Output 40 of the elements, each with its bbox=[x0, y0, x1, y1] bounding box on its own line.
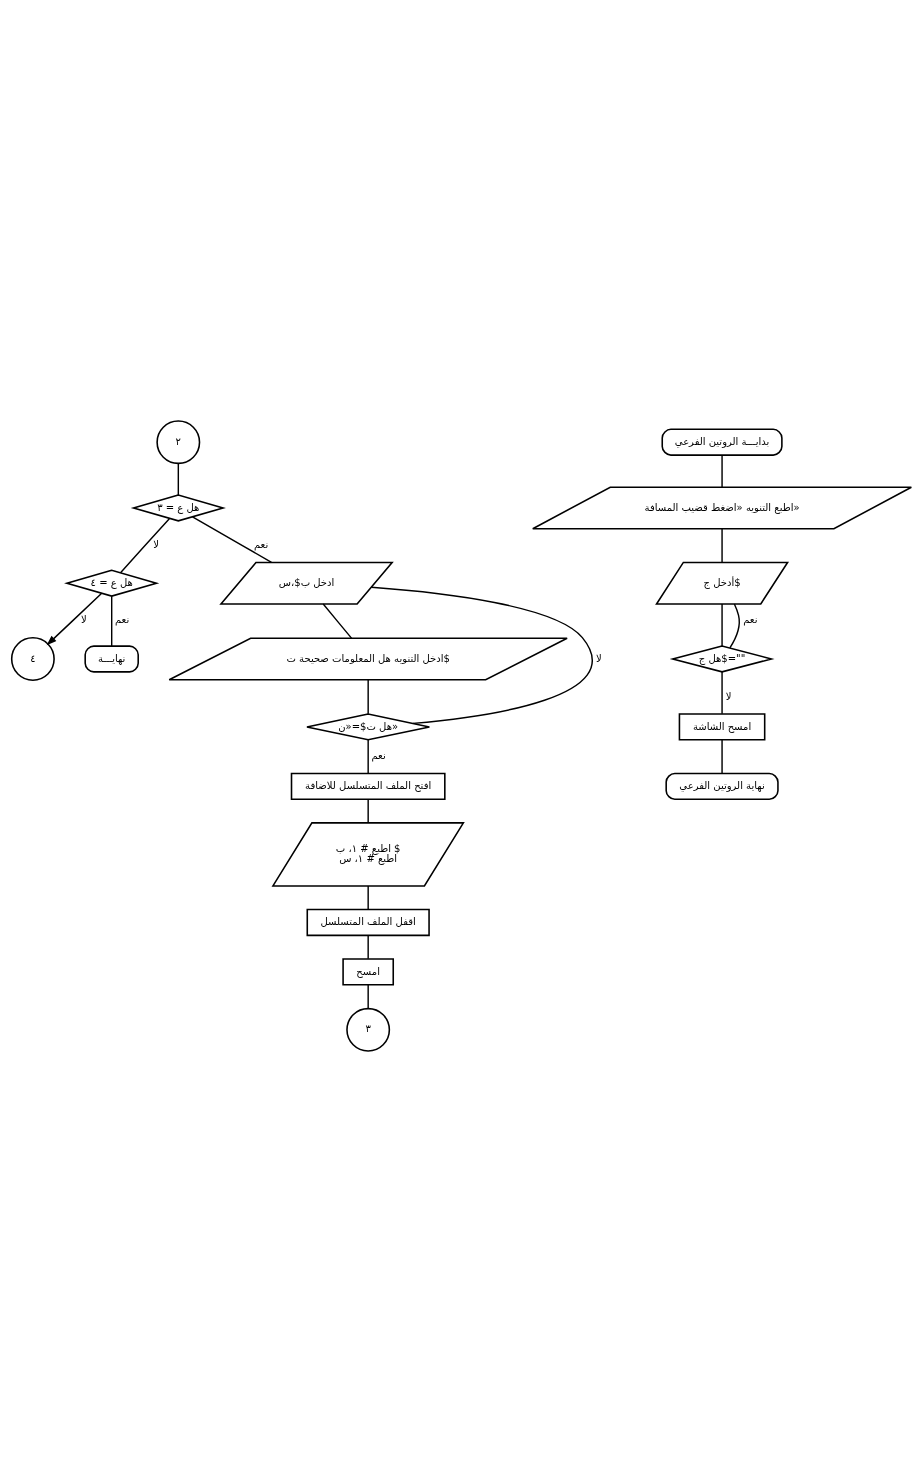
connector bbox=[367, 739, 369, 775]
edge-label: لا bbox=[80, 614, 87, 626]
connector bbox=[322, 603, 353, 639]
node-box: نهايـــة bbox=[84, 645, 139, 673]
node-box: نهاية الروتين الفرعي bbox=[665, 772, 779, 801]
node-box: بدايـــة الروتين الفرعي bbox=[661, 428, 783, 456]
edge-label: نعم bbox=[253, 539, 269, 551]
node-circle: ٣ bbox=[346, 1007, 391, 1052]
connector bbox=[119, 517, 171, 574]
node-diamond: هل ت$=«ن» bbox=[306, 713, 431, 741]
node-box: اقفل الملف المتسلسل bbox=[306, 908, 430, 937]
connector bbox=[367, 885, 369, 911]
connector bbox=[177, 462, 180, 496]
connector bbox=[721, 671, 723, 715]
node-box: امسح الشاشة bbox=[678, 713, 766, 741]
edge-label: نعم bbox=[743, 614, 758, 626]
connector bbox=[367, 798, 369, 824]
connector bbox=[729, 603, 740, 649]
connector bbox=[370, 586, 593, 725]
node-circle: ٢ bbox=[156, 420, 201, 465]
arrow bbox=[46, 592, 103, 646]
connector bbox=[367, 934, 369, 960]
node-box: افتح الملف المتسلسل للاضافة bbox=[290, 772, 446, 801]
edge-label: لا bbox=[595, 652, 602, 664]
connector bbox=[191, 516, 273, 564]
connector bbox=[721, 739, 723, 775]
connector bbox=[721, 603, 723, 647]
node-diamond: هل ع = ٣ bbox=[130, 494, 226, 522]
connector bbox=[367, 679, 369, 715]
edge-label: لا bbox=[153, 539, 159, 551]
edge-label: نعم bbox=[371, 750, 386, 762]
node-diamond: هل ج$="" bbox=[669, 645, 775, 673]
connector bbox=[721, 454, 723, 488]
edge-label: لا bbox=[725, 690, 732, 702]
node-diamond: هل ع = ٤ bbox=[64, 569, 160, 597]
connector bbox=[721, 528, 723, 564]
connector bbox=[367, 984, 369, 1010]
edge-label: نعم bbox=[114, 614, 130, 626]
connector bbox=[111, 595, 113, 647]
node-box: امسح bbox=[342, 958, 395, 986]
